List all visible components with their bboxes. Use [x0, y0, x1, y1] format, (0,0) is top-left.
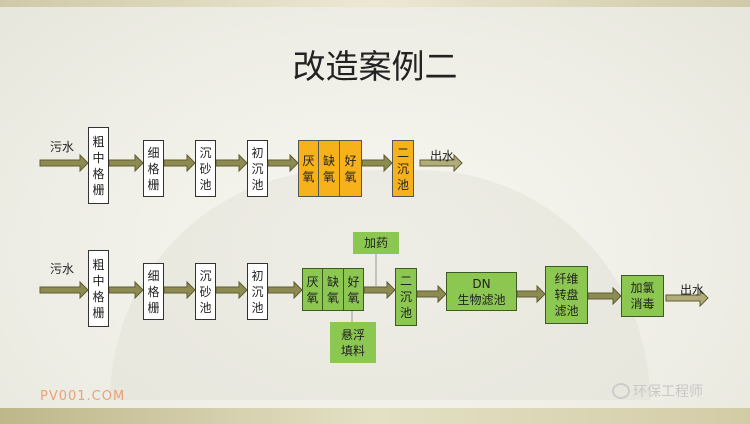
arrow	[108, 280, 144, 300]
row1-coarse-screen: 粗中格栅	[88, 127, 109, 204]
row1-input-label: 污水	[50, 140, 75, 154]
arrow	[215, 153, 248, 173]
watermark-wechat: 环保工程师	[612, 381, 703, 401]
row2-anoxic: 缺氧	[322, 268, 344, 311]
box-label: DN	[472, 276, 491, 291]
row1-anaerobic: 厌氧	[298, 140, 319, 197]
arrow	[361, 153, 393, 173]
row2-grit-chamber: 沉砂池	[195, 263, 216, 320]
row1-grit-chamber: 沉砂池	[195, 140, 216, 197]
box-label: 细格栅	[147, 268, 160, 315]
box-label: 好氧	[347, 274, 360, 305]
fiber-disc-filter: 纤维转盘滤池	[545, 266, 588, 324]
row1-output-label: 出水	[430, 149, 455, 163]
box-label: 厌氧	[306, 274, 319, 305]
row1-primary-clarifier: 初沉池	[247, 140, 268, 197]
box-label: 粗中格栅	[92, 134, 105, 197]
row2-input-label: 污水	[50, 262, 75, 276]
box-label: 缺氧	[326, 274, 339, 305]
row2-anaerobic: 厌氧	[302, 268, 323, 311]
arrow	[267, 280, 303, 300]
box-label: 缺氧	[322, 153, 335, 184]
row2-coarse-screen: 粗中格栅	[88, 250, 109, 327]
arrow	[215, 280, 248, 300]
arrow	[363, 280, 396, 300]
row1-secondary-clarifier: 二沉池	[392, 140, 414, 197]
wechat-icon	[612, 383, 630, 399]
top-bar	[0, 0, 750, 7]
box-label: 初沉池	[251, 145, 264, 192]
box-label: 好氧	[344, 153, 357, 184]
suspended-media-box: 悬浮填料	[330, 322, 376, 363]
box-label: 初沉池	[251, 268, 264, 315]
box-label: 厌氧	[302, 153, 315, 184]
row2-aerobic: 好氧	[343, 268, 364, 311]
row2-fine-screen: 细格栅	[143, 263, 164, 320]
slide-title: 改造案例二	[292, 47, 458, 86]
dosing-box: 加药	[353, 232, 399, 254]
arrow	[665, 288, 709, 308]
box-label: 沉砂池	[199, 145, 212, 192]
watermark-text: 环保工程师	[633, 384, 703, 400]
box-label: 生物滤池	[457, 292, 506, 307]
box-label: 二沉池	[396, 145, 409, 192]
box-label: 加氯消毒	[630, 281, 655, 311]
box-label: 悬浮填料	[340, 327, 365, 358]
arrow	[39, 153, 89, 173]
row2-primary-clarifier: 初沉池	[247, 263, 268, 320]
watermark-site: PV001.COM	[40, 389, 126, 404]
arrow	[416, 284, 447, 304]
row2-output-label: 出水	[680, 283, 705, 297]
arrow	[516, 284, 546, 304]
arrow	[419, 153, 463, 173]
box-label: 细格栅	[147, 145, 160, 192]
row1-fine-screen: 细格栅	[143, 140, 164, 197]
box-label: 沉砂池	[199, 268, 212, 315]
arrow	[267, 153, 299, 173]
box-label: 二沉池	[399, 274, 412, 320]
row1-aerobic: 好氧	[339, 140, 362, 197]
box-label: 纤维转盘滤池	[554, 272, 579, 318]
row1-anoxic: 缺氧	[318, 140, 340, 197]
row2-secondary-clarifier: 二沉池	[395, 268, 417, 326]
box-label: 粗中格栅	[92, 257, 105, 320]
arrow	[163, 280, 196, 300]
chlorination-box: 加氯消毒	[621, 275, 664, 317]
arrow	[108, 153, 144, 173]
arrow	[39, 280, 89, 300]
arrow	[587, 286, 622, 306]
box-label: 加药	[363, 236, 388, 250]
arrow	[163, 153, 196, 173]
bottom-bar	[0, 408, 750, 424]
